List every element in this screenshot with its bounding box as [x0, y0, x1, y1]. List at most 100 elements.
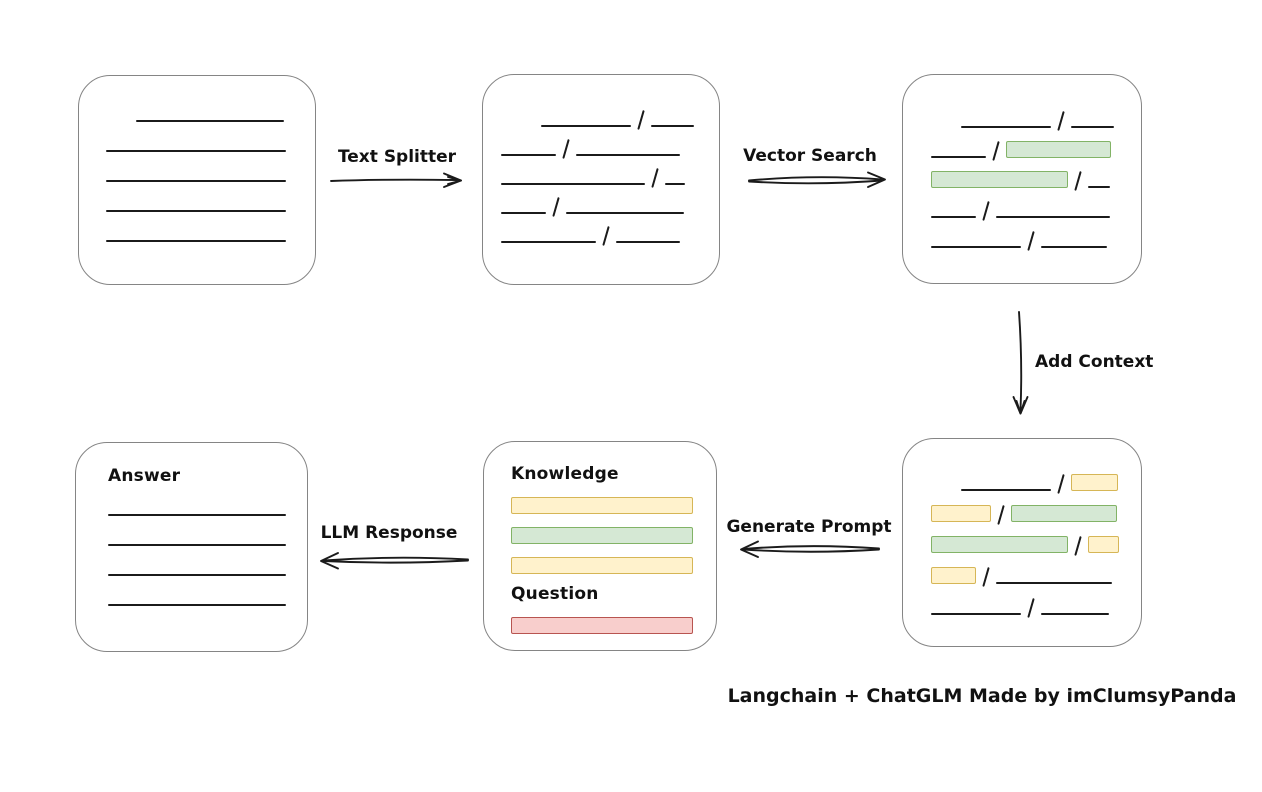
chunk-row: [501, 127, 719, 159]
chunk-row: [931, 553, 1141, 587]
chunk-row: [931, 522, 1141, 556]
text-line: [108, 514, 286, 516]
text-line: [106, 240, 286, 242]
text-line: [501, 183, 645, 185]
vector-search-arrow: [748, 171, 886, 188]
text-line: [136, 120, 284, 122]
answer-content: Answer: [76, 443, 307, 606]
generate-prompt-label: Generate Prompt: [726, 517, 892, 537]
chunk-row: [501, 214, 719, 246]
text-line: [106, 180, 286, 182]
text-line: [961, 126, 1051, 128]
text-line: [996, 582, 1113, 584]
green-chunk: [1011, 505, 1118, 522]
chunk-row: [108, 486, 307, 516]
source-document-lines: [79, 76, 315, 242]
chunk-row: [931, 584, 1141, 618]
add-context-arrow: [1012, 311, 1029, 415]
text-line: [931, 246, 1021, 248]
text-line: [651, 125, 695, 127]
text-line: [501, 154, 556, 156]
chunk-row: [931, 491, 1141, 525]
text-line: [106, 210, 286, 212]
slash-separator: [1027, 598, 1035, 618]
chunk-row: [106, 92, 315, 122]
chunk-row: [931, 460, 1141, 494]
chunk-row: [931, 98, 1141, 131]
credit-text: Langchain + ChatGLM Made by imClumsyPand…: [727, 685, 1237, 707]
llm-response-arrow: [320, 552, 469, 570]
slash-separator: [602, 226, 610, 246]
text-line: [576, 154, 681, 156]
green-chunk: [931, 171, 1068, 188]
text-line: [1041, 613, 1110, 615]
chunk-row: [106, 182, 315, 212]
chunk-row: [108, 516, 307, 546]
text-line: [931, 156, 986, 158]
vector-matches-lines: [903, 75, 1141, 251]
chunk-row: [931, 128, 1141, 161]
chunk-row: [106, 152, 315, 182]
text-line: [108, 604, 286, 606]
text-line: [501, 212, 546, 214]
chunk-row: [501, 156, 719, 188]
vector-matches-box: [902, 74, 1142, 284]
text-line: [566, 212, 685, 214]
chunk-row: [511, 484, 716, 514]
text-line: [501, 241, 596, 243]
text-line: [961, 489, 1051, 491]
chunk-row: [511, 604, 716, 634]
text-line: [1041, 246, 1108, 248]
yellow-chunk: [511, 557, 693, 574]
text-line: [996, 216, 1111, 218]
split-text-box: [482, 74, 720, 285]
answer-box: Answer: [75, 442, 308, 652]
text-line: [108, 574, 286, 576]
yellow-chunk: [931, 567, 976, 584]
chunk-row: [108, 576, 307, 606]
text-line: [1088, 186, 1111, 188]
chunk-row: [931, 188, 1141, 221]
llm-response-label: LLM Response: [320, 523, 458, 543]
context-chunks-box: [902, 438, 1142, 647]
text-splitter-label: Text Splitter: [337, 147, 457, 167]
yellow-chunk: [931, 505, 991, 522]
generate-prompt-arrow: [740, 540, 880, 558]
text-line: [1071, 126, 1115, 128]
chunk-row: [106, 212, 315, 242]
chunk-row: [511, 544, 716, 574]
chunk-row: [511, 514, 716, 544]
text-line: [108, 544, 286, 546]
text-line: [931, 613, 1021, 615]
vector-search-label: Vector Search: [743, 146, 877, 166]
red-chunk: [511, 617, 693, 634]
split-text-lines: [483, 75, 719, 246]
chunk-row: [931, 218, 1141, 251]
yellow-chunk: [511, 497, 693, 514]
answer-label: Answer: [108, 466, 181, 486]
yellow-chunk: [1088, 536, 1120, 553]
chunk-row: [501, 185, 719, 217]
chunk-row: [108, 546, 307, 576]
slash-separator: [1027, 231, 1035, 251]
chunk-row: [931, 158, 1141, 191]
text-splitter-arrow: [330, 172, 462, 188]
text-line: [541, 125, 631, 127]
context-chunks-lines: [903, 439, 1141, 618]
source-document-box: [78, 75, 316, 285]
add-context-label: Add Context: [1035, 352, 1154, 372]
knowledge-label: Knowledge: [511, 464, 619, 484]
text-line: [106, 150, 286, 152]
question-label: Question: [511, 584, 599, 604]
text-line: [616, 241, 681, 243]
chunk-row: [501, 98, 719, 130]
green-chunk: [511, 527, 693, 544]
chunk-row: [106, 122, 315, 152]
green-chunk: [1006, 141, 1112, 158]
text-line: [665, 183, 686, 185]
text-line: [931, 216, 976, 218]
green-chunk: [931, 536, 1068, 553]
